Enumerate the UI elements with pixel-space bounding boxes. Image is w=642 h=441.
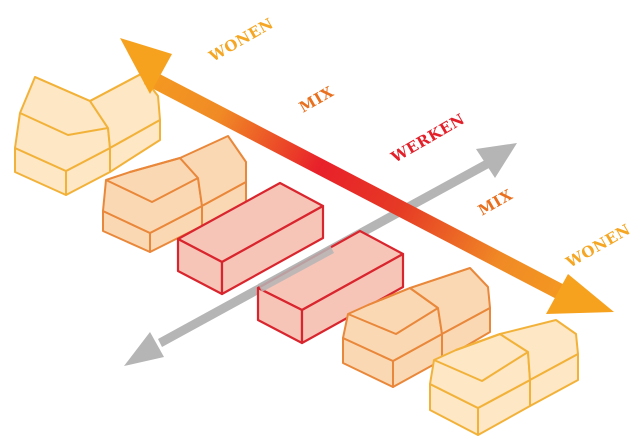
house-mix-1: [102, 135, 247, 253]
block-werken-2: [256, 229, 405, 345]
label-werken: WERKEN: [387, 110, 468, 167]
grey-arrowhead-right: [476, 143, 517, 178]
axis-arrow-shaft: [144, 70, 578, 306]
grey-arrow-front-segment: [258, 245, 334, 292]
house-wonen-1: [14, 73, 161, 196]
grey-arrowhead-left: [124, 332, 164, 366]
axis-arrowhead-bottom-right: [546, 274, 614, 314]
axis-arrowhead-top-left: [120, 38, 172, 94]
label-mix-top: MIX: [296, 82, 337, 116]
wonen-werken-axis-arrow: [120, 38, 614, 314]
label-wonen-bottom: WONEN: [562, 220, 634, 272]
house-wonen-2: [429, 319, 579, 436]
block-werken-1: [176, 181, 325, 296]
label-mix-bottom: MIX: [475, 185, 516, 219]
label-wonen-top: WONEN: [205, 14, 277, 66]
